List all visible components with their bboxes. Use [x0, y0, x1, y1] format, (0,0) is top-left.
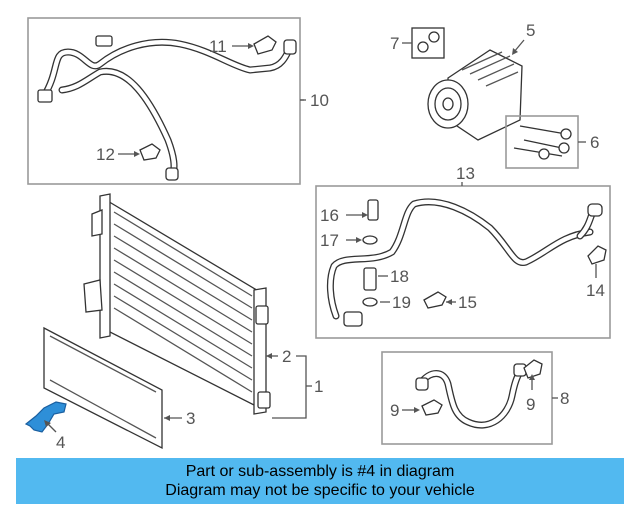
hose-end-fitting [37, 89, 53, 103]
group-box-10 [27, 17, 301, 185]
hose-fitting [95, 35, 113, 47]
callout-12: 12 [96, 145, 115, 164]
group-box-13 [315, 185, 611, 339]
o-ring [417, 41, 429, 53]
highlighted-part-4[interactable] [24, 401, 67, 433]
callout-16: 16 [320, 206, 339, 225]
callout-6: 6 [590, 133, 599, 152]
clip-9 [421, 399, 443, 416]
callout-9b: 9 [526, 395, 535, 414]
clip-11 [253, 35, 277, 55]
bracket-part-4: 4 [24, 401, 67, 452]
clip-12 [139, 143, 161, 161]
hose-assembly-10-box: 10 11 12 [27, 17, 329, 185]
condenser-1: 2 1 [83, 193, 323, 419]
o-ring-17 [362, 235, 378, 245]
callout-15: 15 [458, 293, 477, 312]
callout-13: 13 [456, 164, 475, 183]
banner-line-2: Diagram may not be specific to your vehi… [165, 482, 475, 499]
hose-end-fitting [415, 377, 429, 391]
callout-11: 11 [209, 37, 227, 56]
o-ring-19 [362, 297, 378, 307]
callout-17: 17 [320, 231, 339, 250]
banner-line-1: Part or sub-assembly is #4 in diagram [185, 463, 455, 480]
o-ring [428, 31, 440, 43]
hose-assembly-13-box: 13 16 17 18 19 15 14 [315, 164, 611, 339]
callout-5: 5 [526, 21, 535, 40]
air-seal-panel [43, 326, 163, 450]
hose-end-fitting [343, 311, 363, 327]
service-valve-18 [363, 267, 377, 291]
callout-8: 8 [560, 389, 569, 408]
clip-15 [423, 291, 447, 309]
bolt-set-6: 6 [505, 115, 599, 169]
info-banner: Part or sub-assembly is #4 in diagram Di… [16, 458, 624, 504]
condenser-bracket [83, 279, 103, 313]
callout-9a: 9 [390, 401, 399, 420]
condenser-bracket [91, 209, 103, 237]
hose-end-fitting [283, 39, 297, 55]
ac-compressor-5: 5 [427, 21, 535, 141]
clip-14 [587, 245, 607, 265]
callout-14: 14 [586, 281, 605, 300]
hose-end-fitting [587, 203, 603, 217]
air-seal-3: 3 [43, 326, 195, 450]
pressure-sensor-16 [367, 199, 379, 221]
callout-10: 10 [310, 91, 329, 110]
callout-4: 4 [56, 433, 65, 452]
seal-kit-box [411, 27, 445, 59]
callout-19: 19 [392, 293, 411, 312]
callout-3: 3 [186, 409, 195, 428]
hose-end-fitting [165, 167, 179, 181]
group-box-6 [505, 115, 579, 169]
hose-assembly-8-box: 9 9 8 [381, 351, 569, 445]
callout-1: 1 [314, 377, 323, 396]
clip-9 [523, 359, 543, 379]
seal-kit-7: 7 [390, 27, 445, 59]
callout-2: 2 [282, 347, 291, 366]
callout-7: 7 [390, 34, 399, 53]
callout-18: 18 [390, 267, 409, 286]
